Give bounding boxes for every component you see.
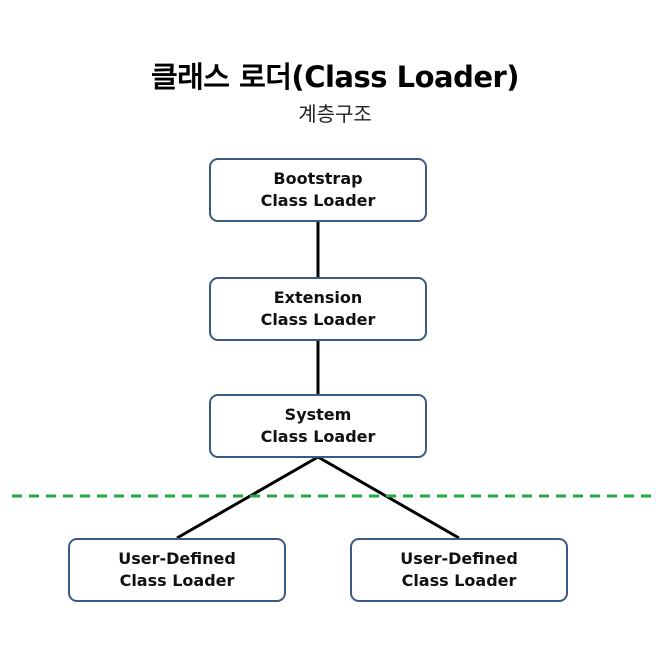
node-label-line1: Bootstrap (273, 169, 363, 188)
node-system-class-loader: System Class Loader (209, 394, 427, 458)
node-label-line1: Extension (273, 288, 363, 307)
node-user-defined-class-loader-1: User-Defined Class Loader (68, 538, 286, 602)
node-label-line2: Class Loader (260, 310, 376, 329)
node-label-line1: User-Defined (118, 549, 236, 568)
node-label-line1: System (284, 405, 352, 424)
diagram-title: 클래스 로더(Class Loader) (150, 60, 520, 94)
node-bootstrap-class-loader: Bootstrap Class Loader (209, 158, 427, 222)
edge-system-user-defined-1 (176, 455, 319, 540)
diagram-subtitle: 계층구조 (298, 102, 372, 126)
node-label-line2: Class Loader (119, 571, 235, 590)
node-extension-class-loader: Extension Class Loader (209, 277, 427, 341)
node-label-line1: User-Defined (400, 549, 518, 568)
node-label-line2: Class Loader (260, 427, 376, 446)
node-label-line2: Class Loader (260, 191, 376, 210)
node-label-line2: Class Loader (401, 571, 517, 590)
node-user-defined-class-loader-2: User-Defined Class Loader (350, 538, 568, 602)
